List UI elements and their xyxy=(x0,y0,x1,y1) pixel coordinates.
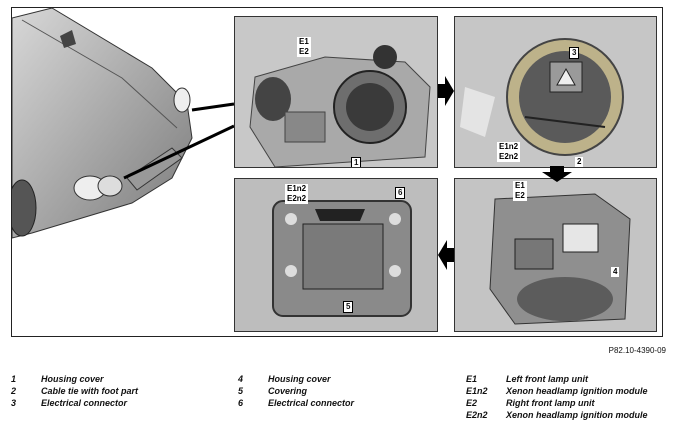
legend-number: 2 xyxy=(11,386,17,396)
legend-item: E2 Right front lamp unit xyxy=(466,398,648,410)
legend-text: Xenon headlamp ignition module xyxy=(506,410,648,420)
legend-item: 1 Housing cover xyxy=(11,374,138,386)
panel-label-E2: E2 xyxy=(513,191,527,201)
legend-item: E2n2 Xenon headlamp ignition module xyxy=(466,410,648,422)
photo-ignition-module-covering: E1n2 E2n2 6 5 xyxy=(234,178,438,332)
legend-code: E2n2 xyxy=(466,410,488,420)
figure-reference: P82.10-4390-09 xyxy=(608,346,666,355)
legend-number: 6 xyxy=(238,398,244,408)
legend-text: Covering xyxy=(268,386,308,396)
panel-label-E2: E2 xyxy=(297,47,311,57)
arrow-left-icon xyxy=(438,240,454,270)
legend-col-1: 1 Housing cover 2 Cable tie with foot part… xyxy=(11,374,138,410)
legend-item: E1 Left front lamp unit xyxy=(466,374,648,386)
legend-number: 5 xyxy=(238,386,244,396)
panel-label-E1: E1 xyxy=(513,181,527,191)
legend-text: Right front lamp unit xyxy=(506,398,595,408)
legend-number: 3 xyxy=(11,398,17,408)
covering-drawing xyxy=(235,179,437,331)
legend-text: Electrical connector xyxy=(268,398,355,408)
ignition-module-drawing xyxy=(455,17,656,167)
legend-item: 2 Cable tie with foot part xyxy=(11,386,138,398)
legend-code: E2 xyxy=(466,398,478,408)
pointer-line xyxy=(191,102,235,112)
lamp-unit-drawing xyxy=(235,17,437,167)
callout-3: 3 xyxy=(569,47,580,59)
pointer-line xyxy=(123,124,235,180)
photo-ignition-module-top: 3 E1n2 E2n2 2 xyxy=(454,16,657,168)
legend-text: Housing cover xyxy=(41,374,104,384)
photo-lamp-unit-top: E1 E2 1 xyxy=(234,16,438,168)
legend-code: E1n2 xyxy=(466,386,488,396)
legend-number: 1 xyxy=(11,374,17,384)
callout-1: 1 xyxy=(351,157,362,167)
legend-number: 4 xyxy=(238,374,244,384)
legend-text: Electrical connector xyxy=(41,398,128,408)
legend-item: 3 Electrical connector xyxy=(11,398,138,410)
legend-text: Left front lamp unit xyxy=(506,374,588,384)
callout-2: 2 xyxy=(575,157,584,167)
panel-label-E1: E1 xyxy=(297,37,311,47)
callout-5: 5 xyxy=(343,301,354,313)
car-illustration xyxy=(12,8,235,239)
legend-item: 4 Housing cover xyxy=(238,374,354,386)
legend-item: 5 Covering xyxy=(238,386,354,398)
arrow-down-icon xyxy=(542,166,572,182)
callout-4: 4 xyxy=(611,267,620,277)
panel-label-E2n2: E2n2 xyxy=(497,152,521,162)
photo-lamp-unit-bottom: E1 E2 4 xyxy=(454,178,657,332)
legend-code: E1 xyxy=(466,374,478,384)
legend-item: E1n2 Xenon headlamp ignition module xyxy=(466,386,648,398)
panel-label-E1n2: E1n2 xyxy=(285,184,309,194)
callout-6: 6 xyxy=(395,187,406,199)
panel-label-E1n2: E1n2 xyxy=(497,142,521,152)
arrow-right-icon xyxy=(438,76,454,106)
legend-item: 6 Electrical connector xyxy=(238,398,354,410)
panel-label-E2n2: E2n2 xyxy=(285,194,309,204)
legend-text: Xenon headlamp ignition module xyxy=(506,386,648,396)
legend-text: Cable tie with foot part xyxy=(41,386,139,396)
legend-col-2: 4 Housing cover 5 Covering 6 Electrical con… xyxy=(238,374,354,410)
lamp-unit-bottom-drawing xyxy=(455,179,656,331)
figure-frame: E1 E2 1 3 E1n2 E2n2 2 E1n2 xyxy=(11,7,663,337)
legend-text: Housing cover xyxy=(268,374,331,384)
